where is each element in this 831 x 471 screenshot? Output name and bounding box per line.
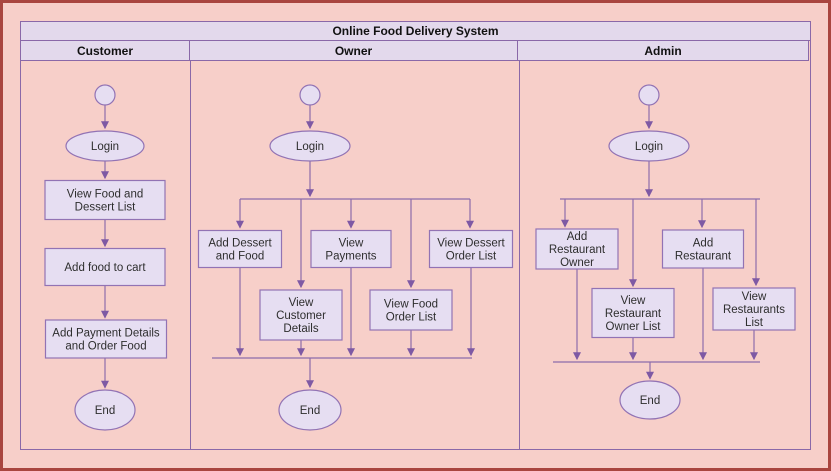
owner-add-dessert-and-food-shape [197,229,283,269]
lane-header-owner: Owner [189,40,518,61]
owner-end-label: End [300,405,320,417]
owner-login-label: Login [296,141,324,153]
customer-end-shape [74,389,136,431]
customer-add-food-to-cart-shape [44,247,166,287]
owner-view-food-order-list-shape [369,289,453,331]
owner-end-shape [278,389,342,431]
owner-start-shape [299,84,321,106]
customer-start [94,84,116,106]
admin-add-restaurant-owner-shape [535,228,619,270]
customer-login: Login [65,130,145,162]
owner-login: Login [269,130,351,162]
owner-view-dessert-order-list-shape [428,229,514,269]
customer-start-shape [94,84,116,106]
customer-login-label: Login [91,141,119,153]
lane-header-customer: Customer [20,40,190,61]
owner-view-payments-shape [310,229,392,269]
customer-end: End [74,389,136,431]
customer-view-food-and-dessert-list-shape [44,179,166,221]
customer-add-food-to-cart: Add food to cart [44,247,166,287]
admin-login-label: Login [635,141,663,153]
customer-end-label: End [95,405,115,417]
customer-add-payment-details-and-order-food-shape [44,319,168,359]
admin-view-restaurant-owner-list-shape [591,287,675,339]
owner-login-shape [269,130,351,162]
admin-end-label: End [640,395,660,407]
customer-login-shape [65,130,145,162]
customer-add-food-to-cart-label: Add food to cart [64,262,146,274]
owner-view-customer-details-shape [259,289,343,341]
admin-end-shape [619,380,681,420]
owner-start [299,84,321,106]
admin-end: End [619,380,681,420]
admin-start-shape [638,84,660,106]
admin-add-restaurant-shape [661,229,745,269]
lane-headers: Customer Owner Admin [20,40,809,61]
admin-view-restaurants-list-shape [712,287,796,331]
admin-start [638,84,660,106]
lane-header-admin: Admin [517,40,809,61]
owner-end: End [278,389,342,431]
admin-login-shape [608,130,690,162]
admin-login: Login [608,130,690,162]
